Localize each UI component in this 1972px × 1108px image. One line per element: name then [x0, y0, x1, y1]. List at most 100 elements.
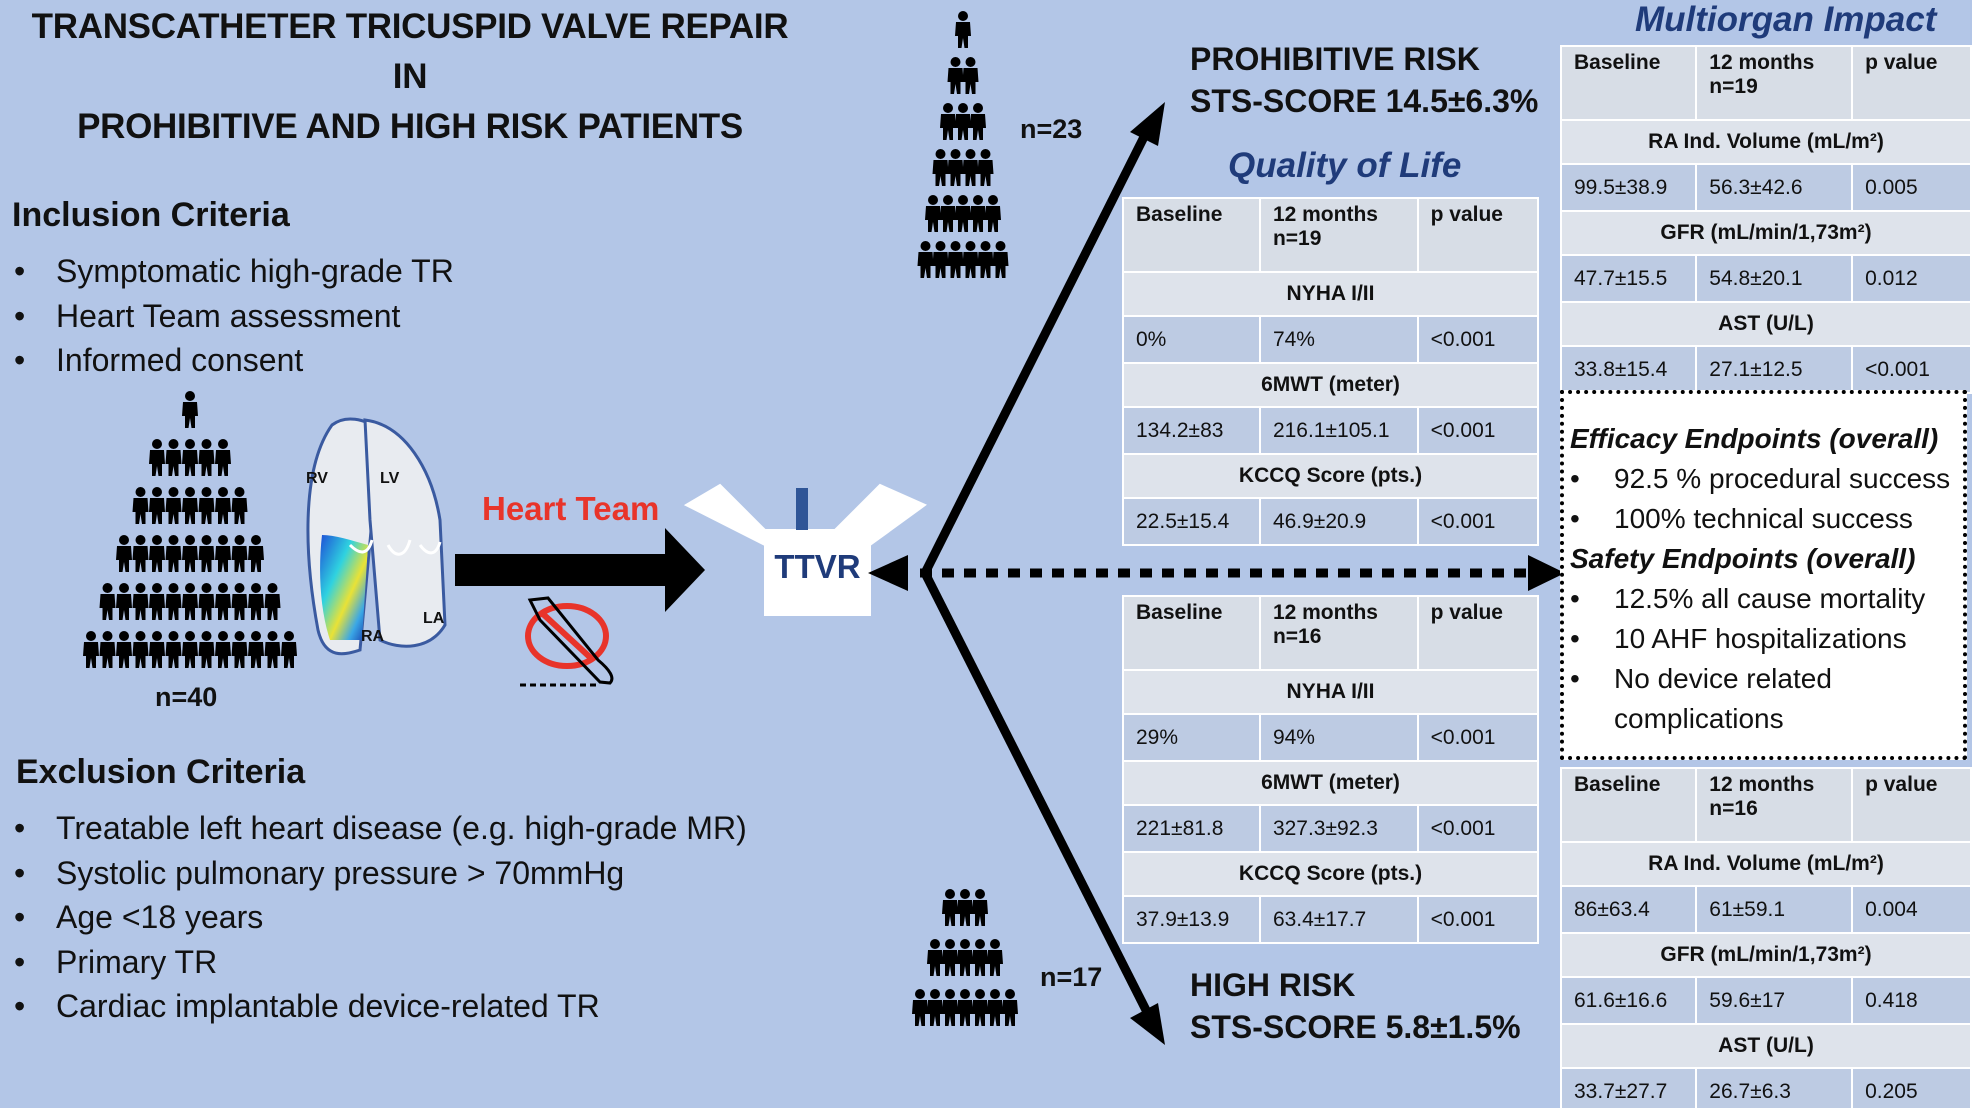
exclusion-item: Cardiac implantable device-related TR	[12, 984, 747, 1029]
inclusion-title: Inclusion Criteria	[12, 196, 290, 234]
high-risk-block: HIGH RISK STS-SCORE 5.8±1.5%	[1190, 964, 1521, 1048]
safety-list: 12.5% all cause mortality 10 AHF hospita…	[1570, 579, 1963, 739]
person-icon	[962, 241, 979, 278]
cohort-pyramid-prohibitive	[917, 11, 1009, 278]
person-icon	[970, 103, 986, 140]
table-cell: 47.7±15.5	[1559, 254, 1698, 303]
person-icon	[264, 583, 281, 620]
table-cell: <0.001	[1416, 406, 1540, 455]
person-icon	[962, 149, 979, 186]
person-icon	[940, 103, 956, 140]
table-section-label: 6MWT (meter)	[1122, 362, 1539, 408]
person-icon	[942, 889, 958, 926]
person-icon	[957, 989, 973, 1026]
table-cell: 61.6±16.6	[1559, 976, 1698, 1025]
page-title: TRANSCATHETER TRICUSPID VALVE REPAIR IN …	[10, 2, 810, 152]
prohibitive-risk-block: PROHIBITIVE RISK STS-SCORE 14.5±6.3%	[1190, 38, 1538, 122]
table-header-cell: Baseline	[1559, 767, 1698, 843]
table-cell: 327.3±92.3	[1258, 804, 1419, 853]
person-icon	[132, 535, 149, 572]
inclusion-list: Symptomatic high-grade TR Heart Team ass…	[12, 249, 454, 383]
table-cell: 61±59.1	[1695, 885, 1854, 934]
inclusion-item: Symptomatic high-grade TR	[12, 249, 454, 294]
person-icon	[917, 241, 934, 278]
table-cell: 74%	[1258, 315, 1419, 364]
person-icon	[248, 535, 264, 572]
heart-echo-icon	[306, 417, 447, 656]
table-section-row: RA Ind. Volume (mL/m²)	[1560, 119, 1972, 165]
ttvr-device-icon	[683, 483, 927, 616]
person-icon	[198, 631, 215, 668]
table-cell: 0.012	[1851, 254, 1972, 303]
table-cell: 134.2±83	[1122, 406, 1261, 455]
prohibitive-risk-score: STS-SCORE 14.5±6.3%	[1190, 83, 1539, 119]
table-cell: 59.6±17	[1695, 976, 1854, 1025]
table-cell: 33.8±15.4	[1559, 345, 1698, 394]
person-icon	[947, 149, 964, 186]
high-risk-title: HIGH RISK	[1190, 967, 1356, 1003]
cohort-pyramid-high	[912, 889, 1018, 1026]
person-icon	[231, 487, 248, 524]
table-section-row: NYHA I/II	[1122, 271, 1539, 317]
person-icon	[182, 391, 198, 428]
person-icon	[149, 535, 165, 572]
person-icon	[942, 989, 958, 1026]
person-icon	[198, 535, 215, 572]
inclusion-item: Heart Team assessment	[12, 294, 454, 339]
person-icon	[165, 535, 182, 572]
table-section-label: 6MWT (meter)	[1122, 760, 1539, 806]
table-cell: <0.001	[1851, 345, 1972, 394]
table-header-cell: Baseline	[1122, 197, 1261, 273]
person-icon	[957, 939, 973, 976]
table-header-cell: Baseline	[1559, 45, 1698, 121]
table-cell: 216.1±105.1	[1258, 406, 1419, 455]
person-icon	[215, 487, 231, 524]
table-cell: 22.5±15.4	[1122, 497, 1261, 546]
table-cell: 86±63.4	[1559, 885, 1698, 934]
person-icon	[955, 11, 971, 48]
inclusion-item: Informed consent	[12, 338, 454, 383]
table-cell: 99.5±38.9	[1559, 163, 1698, 212]
table-section-label: GFR (mL/min/1,73m²)	[1560, 932, 1972, 978]
table-header-cell: p value	[1851, 45, 1972, 121]
person-icon	[198, 439, 215, 476]
table-section-label: GFR (mL/min/1,73m²)	[1560, 210, 1972, 256]
person-icon	[132, 487, 149, 524]
person-icon	[149, 631, 165, 668]
person-icon	[182, 487, 198, 524]
table-section-row: RA Ind. Volume (mL/m²)	[1560, 841, 1972, 887]
person-icon	[977, 149, 994, 186]
no-surgery-scalpel-icon	[520, 596, 614, 687]
table-cell: 0.005	[1851, 163, 1972, 212]
table-header-cell: 12 months n=19	[1258, 197, 1419, 273]
person-icon	[927, 989, 943, 1026]
table-section-label: NYHA I/II	[1122, 271, 1539, 317]
person-icon	[940, 195, 956, 232]
heart-team-label: Heart Team	[482, 490, 660, 527]
table-section-row: AST (U/L)	[1560, 1023, 1972, 1069]
person-icon	[116, 631, 132, 668]
endpoints-box: Efficacy Endpoints (overall) 92.5 % proc…	[1560, 390, 1967, 760]
person-icon	[1002, 989, 1018, 1026]
efficacy-list: 92.5 % procedural success 100% technical…	[1570, 459, 1963, 539]
person-icon	[182, 583, 198, 620]
table-cell: 33.7±27.7	[1559, 1067, 1698, 1108]
person-icon	[182, 535, 198, 572]
table-section-row: GFR (mL/min/1,73m²)	[1560, 932, 1972, 978]
person-icon	[942, 939, 958, 976]
safety-item: 10 AHF hospitalizations	[1570, 619, 1963, 659]
table-section-row: AST (U/L)	[1560, 301, 1972, 347]
efficacy-item: 100% technical success	[1570, 499, 1963, 539]
table-cell: 26.7±6.3	[1695, 1067, 1854, 1108]
efficacy-item: 92.5 % procedural success	[1570, 459, 1963, 499]
person-icon	[149, 583, 165, 620]
person-icon	[116, 535, 132, 572]
table-cell: 221±81.8	[1122, 804, 1261, 853]
exclusion-item: Treatable left heart disease (e.g. high-…	[12, 806, 747, 851]
person-icon	[165, 631, 182, 668]
